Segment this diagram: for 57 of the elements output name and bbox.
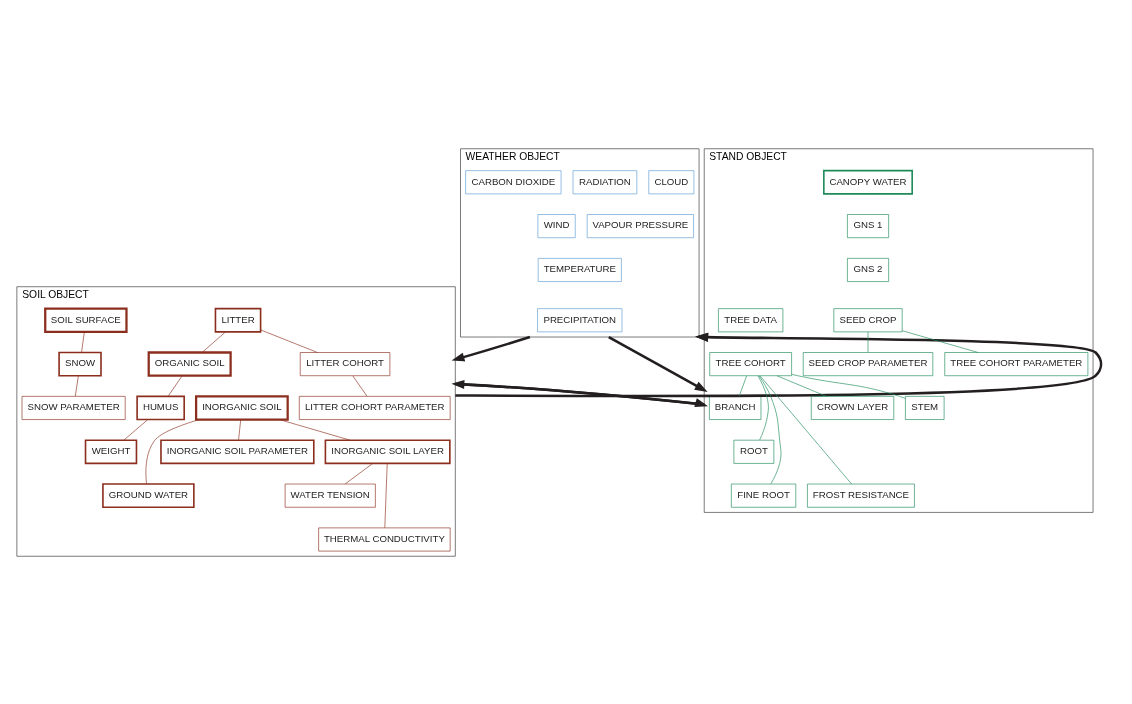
connector <box>145 418 200 484</box>
connector <box>344 462 373 484</box>
node-box: CLOUD <box>648 169 695 194</box>
node-box: SEED CROP <box>833 307 903 332</box>
node-box: RADIATION <box>572 169 638 194</box>
node-box: SOIL SURFACE <box>44 307 128 333</box>
node-box: ORGANIC SOIL <box>147 350 232 377</box>
connector <box>352 375 368 396</box>
node-box: WEIGHT <box>84 438 138 464</box>
node-box: PRECIPITATION <box>537 307 623 332</box>
node-box: GNS 2 <box>847 257 889 282</box>
connector <box>867 331 869 353</box>
connector <box>168 375 183 396</box>
node-box: ROOT <box>733 439 775 464</box>
node-box: WATER TENSION <box>284 483 376 508</box>
node-box: LITTER COHORT <box>299 351 391 376</box>
connector <box>901 329 979 353</box>
node-box: THERMAL CONDUCTIVITY <box>318 527 451 551</box>
connector <box>260 329 318 353</box>
node-box: INORGANIC SOIL PARAMETER <box>160 438 315 464</box>
connector <box>757 375 769 440</box>
node-box: TEMPERATURE <box>537 257 622 282</box>
connector <box>738 375 747 396</box>
node-box: INORGANIC SOIL LAYER <box>324 438 451 464</box>
node-box: GNS 1 <box>847 213 889 238</box>
node-box: BRANCH <box>709 395 762 420</box>
node-box: FINE ROOT <box>731 483 797 508</box>
connector <box>81 331 85 353</box>
node-box: CANOPY WATER <box>823 169 913 195</box>
connector <box>123 418 148 440</box>
node-box: TREE COHORT <box>709 351 792 376</box>
node-box: SEED CROP PARAMETER <box>802 351 934 376</box>
node-box: SNOW PARAMETER <box>21 395 126 420</box>
node-box: GROUND WATER <box>102 482 195 508</box>
node-box: TREE COHORT PARAMETER <box>944 351 1089 376</box>
node-box: CROWN LAYER <box>810 395 895 420</box>
connector <box>791 373 906 399</box>
node-box: HUMUS <box>136 395 185 420</box>
connector <box>75 375 79 396</box>
node-box: STEM <box>905 395 945 420</box>
node-box: WIND <box>537 213 576 238</box>
node-box: TREE DATA <box>718 307 784 332</box>
connector <box>238 418 242 440</box>
node-box: LITTER <box>214 307 262 333</box>
node-box: SNOW <box>58 351 102 376</box>
node-box: VAPOUR PRESSURE <box>586 213 694 238</box>
arrow <box>451 335 531 361</box>
connector <box>279 418 351 440</box>
connector <box>776 375 827 397</box>
node-box: CARBON DIOXIDE <box>465 169 562 194</box>
connector <box>201 331 226 353</box>
connector <box>384 462 388 528</box>
node-box: INORGANIC SOIL <box>195 394 289 421</box>
node-box: LITTER COHORT PARAMETER <box>298 395 451 420</box>
node-box: FROST RESISTANCE <box>807 483 915 508</box>
connector <box>759 375 852 484</box>
connector <box>758 375 782 484</box>
